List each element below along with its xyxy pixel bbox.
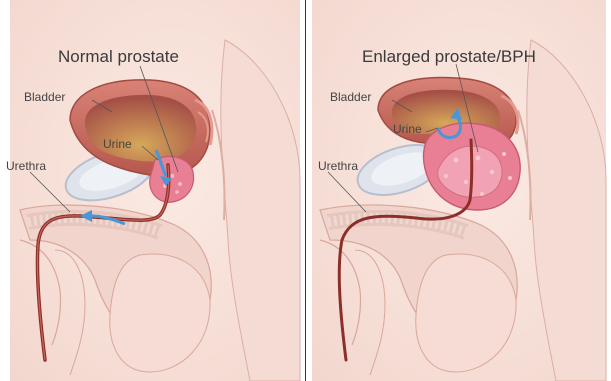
label-urine: Urine (393, 123, 422, 135)
label-bladder: Bladder (330, 91, 371, 103)
prostate-normal (150, 156, 194, 202)
panel-title-normal: Normal prostate (58, 48, 179, 65)
label-urethra: Urethra (318, 160, 358, 172)
label-urethra: Urethra (6, 160, 46, 172)
panel-title-enlarged: Enlarged prostate/BPH (362, 48, 536, 65)
label-bladder: Bladder (24, 91, 65, 103)
label-urine: Urine (103, 138, 132, 150)
